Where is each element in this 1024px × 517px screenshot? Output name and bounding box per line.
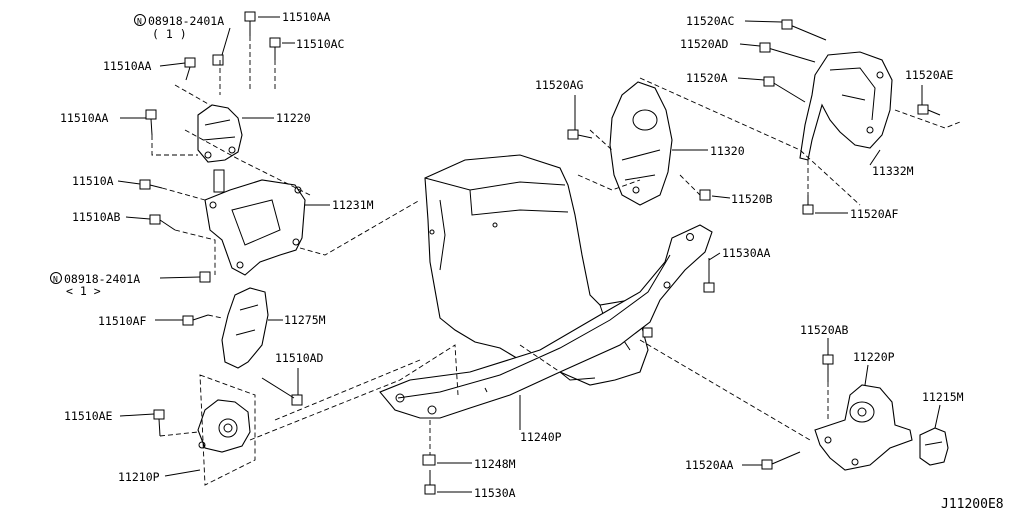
callout-c11: 11510AF [98,314,147,328]
bracket-11231m [204,169,306,276]
insulator-11220p [814,384,913,471]
callout-c12: 11275M [284,313,326,327]
callout-c31: 11215M [922,390,964,404]
callout-c9: 11231M [332,198,374,212]
callout-c20: 11520AD [680,37,729,51]
callout-c26: 11240P [520,430,562,444]
assembly-dash-lines [151,36,961,486]
callout-c23: 11332M [872,164,914,178]
insulator-11220 [197,104,243,163]
callout-c4: 11510AA [103,59,152,73]
callout-c28: 11530A [474,486,516,500]
left-fasteners [139,11,303,437]
callout-c25: 11530AA [722,246,771,260]
callout-c16: 11520AG [535,78,584,92]
callout-c19: 11520AC [686,14,735,28]
callout-c21: 11520A [686,71,728,85]
bracket-11332m [799,51,893,161]
callout-c1: 08918-2401A [148,14,224,28]
callout-c32: 11520AA [685,458,734,472]
callout-c15: 11210P [118,470,160,484]
insulator-11320 [609,81,673,206]
diagram-id: J11200E8 [941,497,1004,512]
callout-c24: 11520AF [850,207,899,221]
right-fasteners [422,19,941,495]
callout-c3: 11510AC [296,37,345,51]
callout-c2: 11510AA [282,10,331,24]
insulator-11210p [197,399,251,453]
callout-c29: 11520AB [800,323,849,337]
callout-c1-sub: ( 1 ) [152,27,187,41]
callout-c17: 11320 [710,144,745,158]
engine-block [424,154,649,386]
callout-c22: 11520AE [905,68,954,82]
callout-c27: 11248M [474,457,516,471]
callout-c30: 11220P [853,350,895,364]
stopper-11215m [919,427,949,466]
callout-c8: 11510AB [72,210,121,224]
callout-c6: 11220 [276,111,311,125]
svg-text:N: N [137,17,142,26]
callout-c13: 11510AD [275,351,324,365]
callout-labels: N 08918-2401A ( 1 ) 11510AA 11510AC 1151… [50,10,1004,512]
callout-c5: 11510AA [60,111,109,125]
callout-c14: 11510AE [64,409,113,423]
callout-c7: 11510A [72,174,114,188]
leader-lines [117,16,941,493]
plate-11275m [221,287,269,369]
svg-text:N: N [53,275,58,284]
callout-c18: 11520B [731,192,773,206]
callout-c10-sub: < 1 > [66,284,101,298]
front-member-11240p [379,224,713,419]
callout-c10: 08918-2401A [64,272,140,286]
